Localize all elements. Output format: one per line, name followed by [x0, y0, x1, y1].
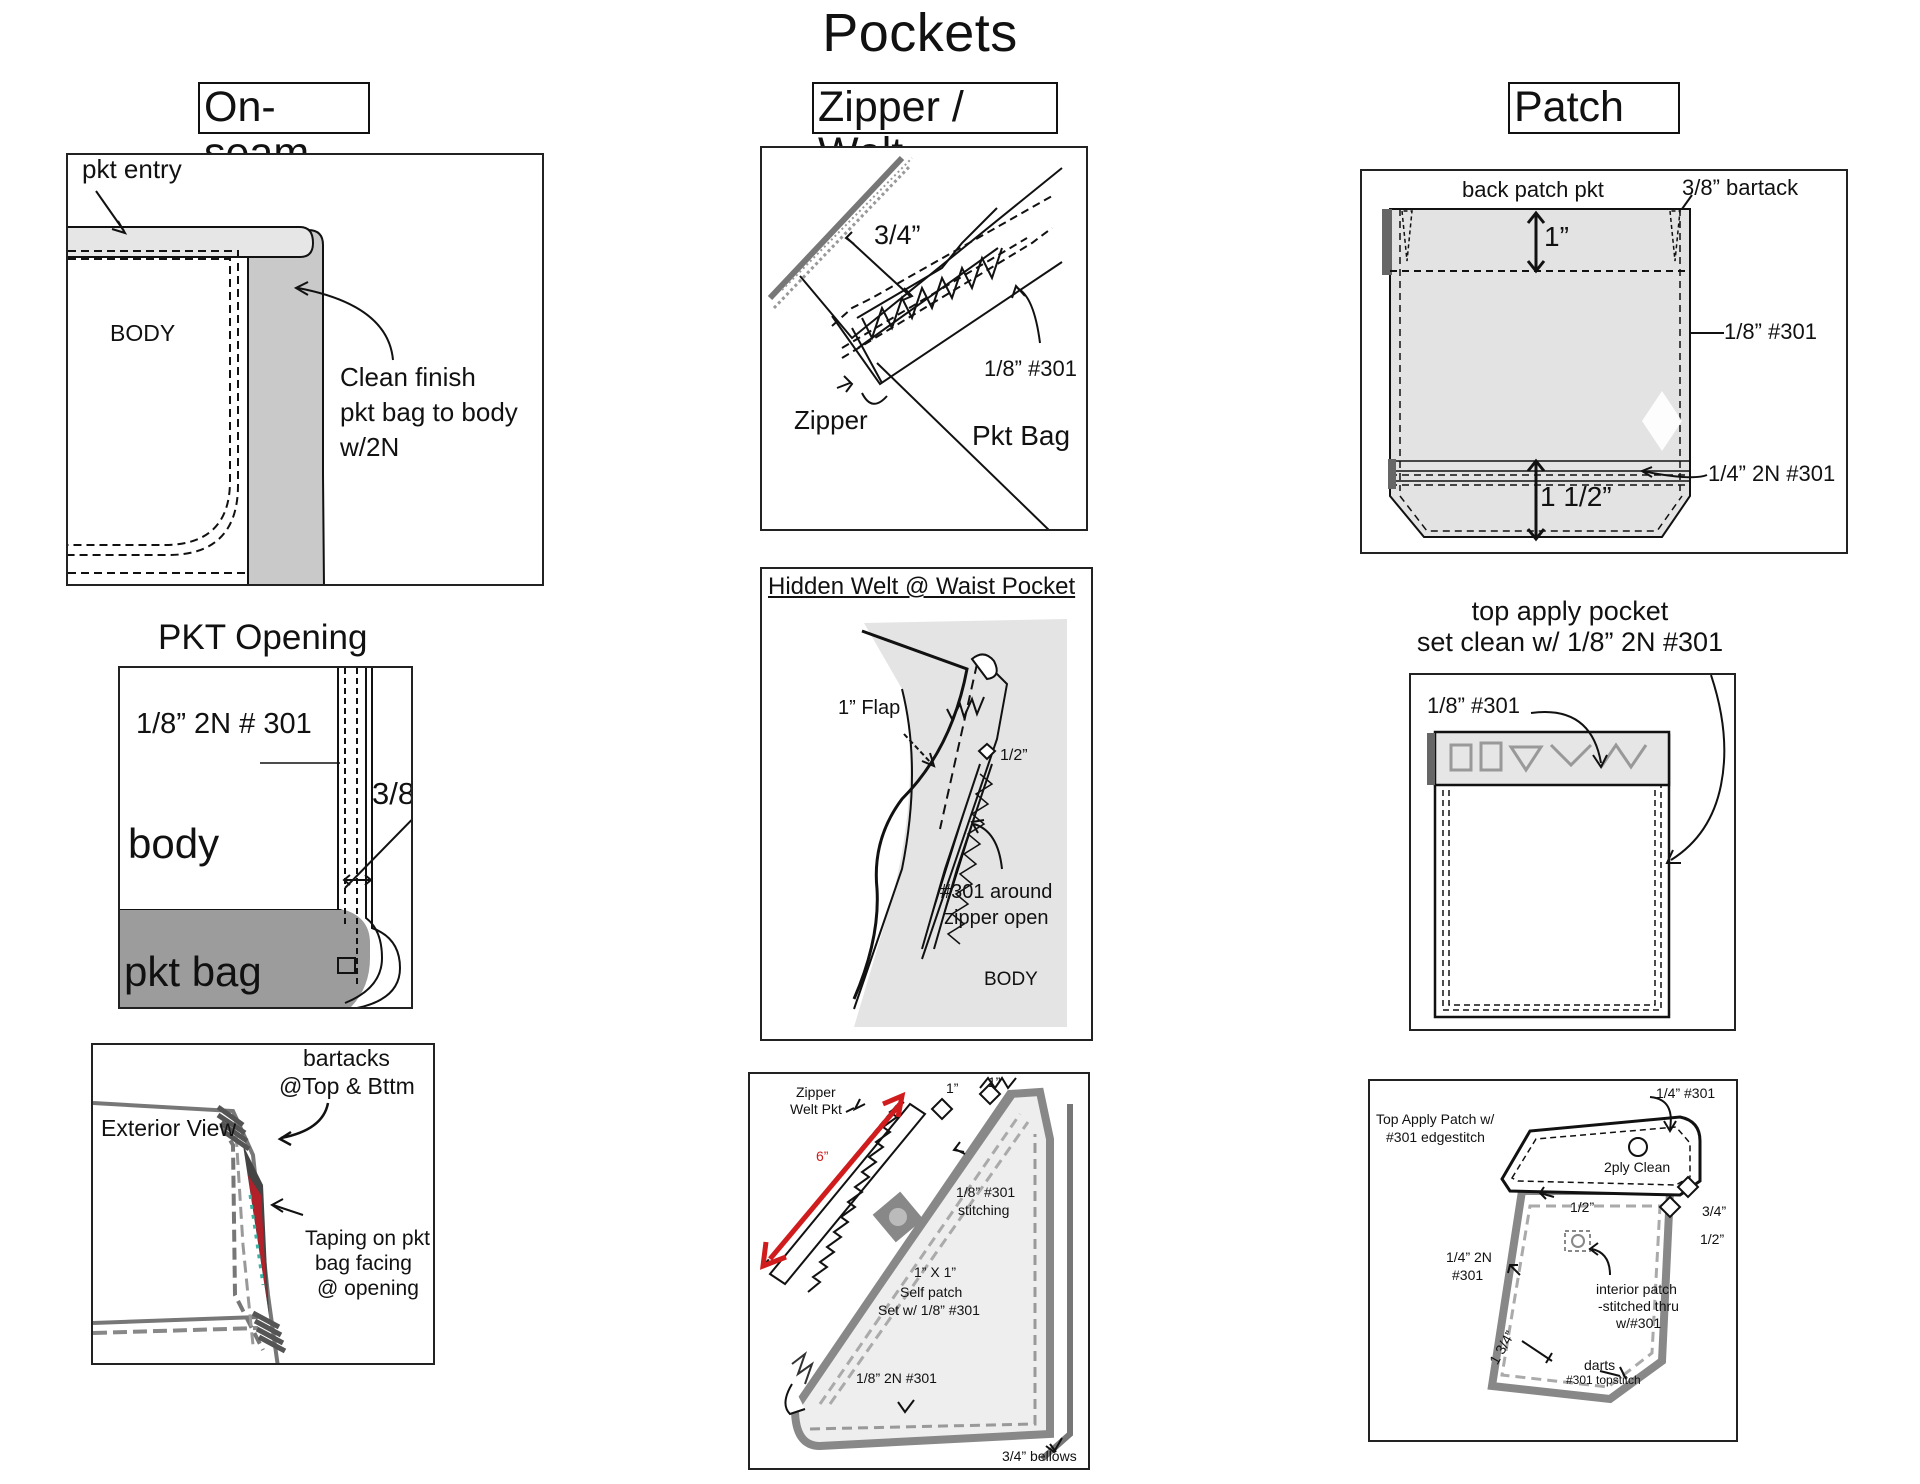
label-one-inch-a: 1” [946, 1080, 959, 1096]
label-stitch-2: stitching [958, 1202, 1010, 1218]
label-top-apply-2: #301 edgestitch [1386, 1129, 1485, 1145]
label-three-quarter: 3/4” [1702, 1203, 1727, 1219]
hidden-welt-title: Hidden Welt @ Waist Pocket [768, 573, 1076, 600]
label-self-patch-3: Set w/ 1/8” #301 [878, 1302, 980, 1318]
top-apply-caption: top apply pocket set clean w/ 1/8” 2N #3… [1380, 596, 1760, 658]
label-back-patch: back patch pkt [1462, 177, 1604, 202]
pkt-opening-title: PKT Opening [158, 618, 368, 657]
label-taping-1: Taping on pkt [305, 1227, 430, 1250]
back-patch-drawing [1382, 194, 1724, 542]
column-header-on-seam: On-seam [198, 82, 370, 176]
label-side-stitch: 1/8” #301 [1724, 319, 1817, 344]
top-apply-caption-2: set clean w/ 1/8” 2N #301 [1416, 627, 1724, 658]
panel-flap-patch: Top Apply Patch w/ #301 edgestitch 1/4” … [1368, 1079, 1738, 1442]
panel-top-apply: 1/8” #301 [1409, 673, 1736, 1031]
panel-exterior-view: bartacks @Top & Bttm Exterior View Tapin… [91, 1043, 435, 1365]
label-body: BODY [984, 969, 1038, 990]
zipper-welt-drawing [767, 155, 1063, 529]
label-clean-finish-2: pkt bag to body [340, 397, 518, 427]
column-header-zipper-welt: Zipper / Welt [812, 82, 1058, 176]
label-pkt-bag: Pkt Bag [972, 420, 1071, 451]
label-stitch: 1/8” #301 [984, 356, 1077, 381]
label-stitch: 1/8” #301 [1427, 693, 1520, 718]
label-one-inch: 1” [1544, 221, 1569, 252]
label-exterior-view: Exterior View [101, 1115, 237, 1141]
label-hem-stitch: 1/4” 2N #301 [1708, 461, 1836, 486]
label-taping-3: @ opening [317, 1277, 419, 1300]
label-half-a: 1/2” [1570, 1199, 1595, 1215]
label-bellows: 3/4” bellows [1002, 1448, 1077, 1464]
label-clean-finish-1: Clean finish [340, 362, 476, 392]
label-self-patch-1: 1” X 1” [914, 1264, 957, 1280]
label-pkt-bag: pkt bag [124, 948, 262, 995]
label-three-quarter: 3/4” [874, 220, 921, 250]
label-two-ply: 2ply Clean [1604, 1159, 1671, 1175]
label-interior-2: -stitched thru [1598, 1298, 1679, 1314]
label-zipper-welt-2: Welt Pkt [790, 1101, 842, 1117]
label-one-and-half: 1 1/2” [1540, 481, 1612, 512]
page-title: Pockets [822, 3, 1018, 63]
label-six-inch: 6” [816, 1148, 829, 1164]
label-bottom-stitch: 1/8” 2N #301 [856, 1370, 937, 1386]
hidden-welt-drawing [852, 619, 1067, 1027]
label-stitch: 1/8” 2N # 301 [136, 708, 312, 740]
zipper-welt-pkt-drawing [759, 1076, 1073, 1462]
flap-patch-drawing [1487, 1096, 1702, 1404]
label-body: body [128, 820, 220, 867]
onseam-bag-drawing [68, 190, 394, 584]
label-darts-2: #301 topstitch [1566, 1373, 1641, 1387]
label-zipper-welt-1: Zipper [796, 1084, 836, 1100]
label-zipper: Zipper [794, 405, 868, 435]
panel-pkt-opening: 1/8” 2N # 301 3/8” body pkt bag [118, 666, 413, 1009]
label-one-inch-b: 1” [988, 1074, 1001, 1090]
label-interior-3: w/#301 [1616, 1315, 1662, 1331]
label-bartacks-1: bartacks [303, 1045, 390, 1071]
panel-back-patch: back patch pkt 3/8” bartack 1” 1/8” #301… [1360, 169, 1848, 554]
label-interior-1: interior patch [1596, 1281, 1677, 1297]
panel-onseam-pocket-bag: pkt entry BODY Clean finish pkt bag to b… [66, 153, 544, 586]
label-taping-2: bag facing [315, 1252, 412, 1275]
label-bartack: 3/8” bartack [1682, 175, 1799, 200]
label-half: 1/2” [1000, 747, 1028, 764]
label-top-apply-1: Top Apply Patch w/ [1376, 1111, 1495, 1127]
panel-hidden-welt: Hidden Welt @ Waist Pocket 1” Flap 1/2” … [760, 567, 1093, 1041]
label-body: BODY [110, 320, 176, 346]
label-around-2: zipper open [944, 907, 1049, 929]
label-pkt-entry: pkt entry [82, 154, 182, 184]
label-self-patch-2: Self patch [900, 1284, 963, 1300]
label-side-2: #301 [1452, 1267, 1484, 1283]
label-flap: 1” Flap [838, 697, 901, 719]
panel-zipper-welt: 3/4” 1/8” #301 Zipper Pkt Bag [760, 146, 1088, 531]
label-half-b: 1/2” [1700, 1231, 1725, 1247]
label-clean-finish-3: w/2N [340, 432, 400, 462]
exterior-view-drawing [93, 1101, 330, 1363]
label-bartacks-2: @Top & Bttm [279, 1073, 415, 1099]
column-header-patch: Patch [1508, 82, 1680, 134]
label-stitch-1: 1/8” #301 [956, 1184, 1016, 1200]
panel-zipper-welt-pkt: Zipper Welt Pkt 6” 1” 1” 1/8” #301 stitc… [748, 1072, 1090, 1470]
top-apply-caption-1: top apply pocket [1471, 596, 1669, 626]
pkt-opening-drawing [120, 668, 411, 1007]
label-darts-1: darts [1584, 1357, 1616, 1373]
label-three-eighths: 3/8” [372, 776, 411, 811]
label-around-1: #301 around [940, 881, 1053, 903]
top-apply-drawing [1427, 675, 1726, 1019]
label-top-stitch: 1/4” #301 [1656, 1085, 1716, 1101]
label-side-1: 1/4” 2N [1446, 1249, 1492, 1265]
